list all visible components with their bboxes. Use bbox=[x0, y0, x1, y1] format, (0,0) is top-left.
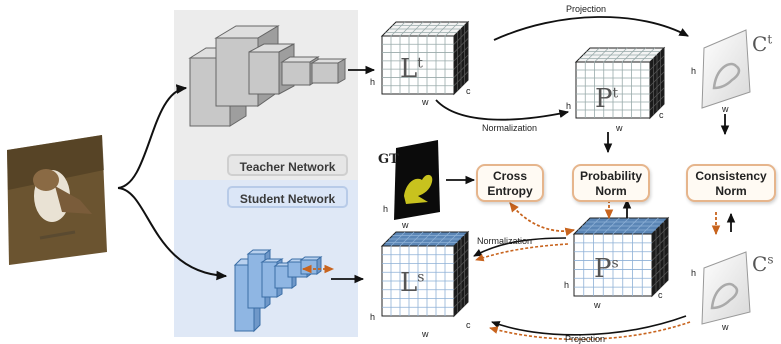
dim-label: w bbox=[722, 322, 729, 332]
dim-label: w bbox=[402, 220, 409, 230]
crossentropy-dashed-arrow bbox=[509, 202, 576, 237]
dim-label: h bbox=[383, 204, 389, 214]
student-network-label: Student Network bbox=[227, 186, 348, 208]
branch-arrow-student bbox=[117, 187, 228, 281]
dim-label: h bbox=[370, 77, 376, 87]
student-probability-tensor bbox=[572, 216, 670, 298]
gt-label: GT bbox=[378, 152, 399, 167]
teacher-prob-symbol: Pt bbox=[595, 84, 619, 114]
teacher-network-blocks bbox=[188, 25, 347, 127]
dim-label: w bbox=[722, 104, 729, 114]
dim-label: w bbox=[616, 123, 623, 133]
projection-dashed-bottom bbox=[489, 321, 691, 341]
student-logits-symbol: Ls bbox=[400, 268, 425, 298]
normalization-dashed-bottom bbox=[475, 243, 569, 262]
input-bird-image bbox=[7, 135, 107, 265]
student-projection-map bbox=[701, 251, 751, 325]
dim-label: h bbox=[564, 280, 570, 290]
normalization-arrow-top bbox=[435, 99, 570, 121]
dim-label: h bbox=[691, 66, 697, 76]
student-prob-symbol: Ps bbox=[594, 254, 619, 284]
branch-arrow-teacher bbox=[117, 84, 188, 189]
student-projection-symbol: Cs bbox=[752, 252, 774, 276]
normalization-label-top: Normalization bbox=[482, 123, 538, 133]
dim-label: c bbox=[659, 110, 664, 120]
cross-entropy-box: Cross Entropy bbox=[476, 164, 544, 202]
dim-label: c bbox=[658, 290, 663, 300]
dim-label: h bbox=[691, 268, 697, 278]
dim-label: c bbox=[466, 86, 471, 96]
teacher-probability-tensor bbox=[574, 46, 666, 120]
normalization-label-bottom: Normalization bbox=[477, 236, 533, 246]
normalization-arrow-bottom bbox=[473, 237, 567, 257]
teacher-network-label: Teacher Network bbox=[227, 154, 348, 176]
dim-label: w bbox=[422, 329, 429, 339]
student-logits-tensor bbox=[380, 230, 470, 318]
teacher-projection-symbol: Ct bbox=[752, 32, 773, 56]
teacher-projection-map bbox=[701, 29, 751, 109]
projection-arrow-bottom bbox=[491, 315, 687, 336]
consistency-norm-box: Consistency Norm bbox=[686, 164, 776, 202]
dim-label: w bbox=[422, 97, 429, 107]
teacher-logits-symbol: Lt bbox=[400, 54, 423, 84]
dim-label: c bbox=[466, 320, 471, 330]
projection-label-bottom: Projection bbox=[565, 334, 606, 344]
dim-label: h bbox=[566, 101, 572, 111]
dim-label: w bbox=[594, 300, 601, 310]
projection-label-top: Projection bbox=[566, 4, 607, 14]
ground-truth-mask bbox=[394, 140, 440, 220]
probability-norm-box: Probability Norm bbox=[572, 164, 650, 202]
dim-label: h bbox=[370, 312, 376, 322]
projection-arrow-top bbox=[493, 16, 689, 41]
teacher-logits-tensor bbox=[380, 20, 470, 96]
